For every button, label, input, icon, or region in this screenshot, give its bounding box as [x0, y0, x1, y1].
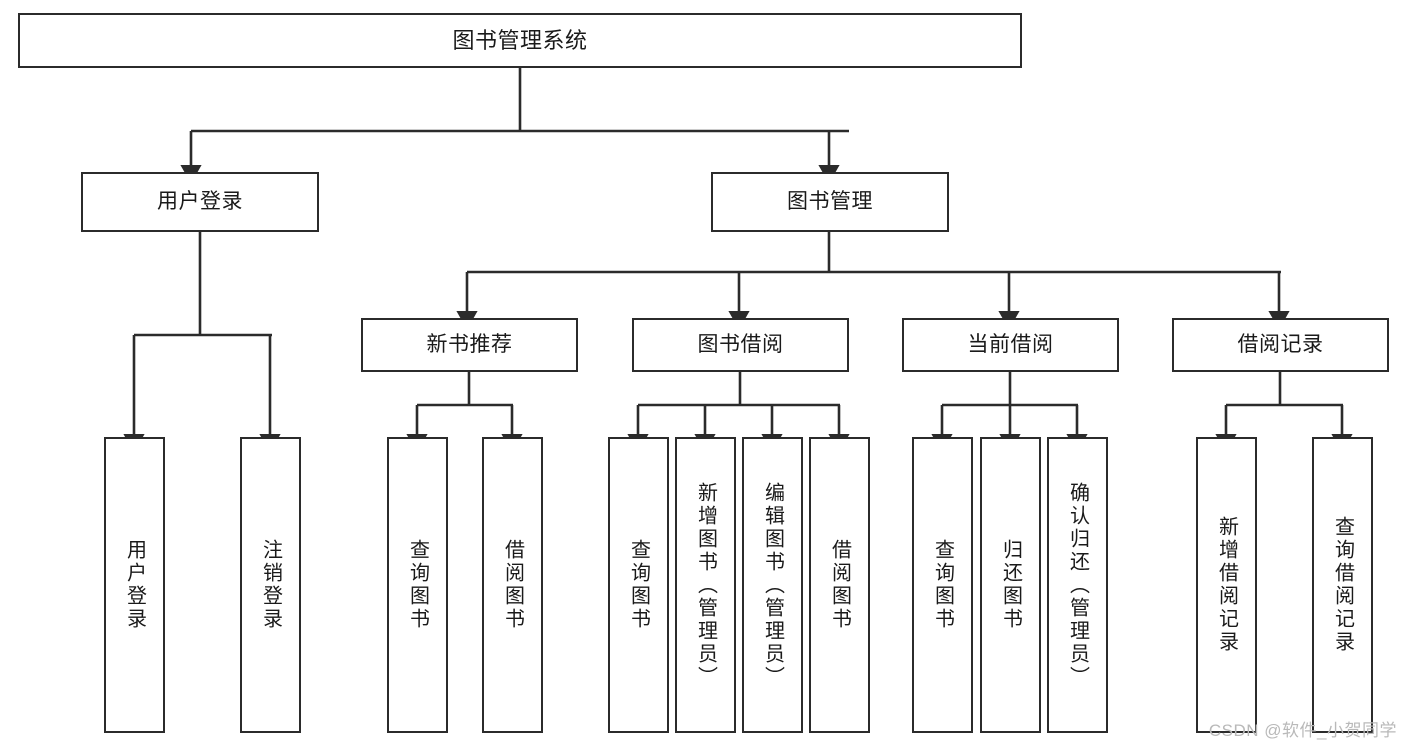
node-leaf-user-logout[interactable]: 注销登录	[240, 437, 301, 733]
node-leaf-return-book[interactable]: 归还图书	[980, 437, 1041, 733]
node-leaf-borrow-book-1-label: 借阅图书	[501, 539, 524, 631]
node-new-book-rec-label: 新书推荐	[426, 332, 513, 356]
node-root[interactable]: 图书管理系统	[18, 13, 1022, 68]
node-leaf-borrow-book-2[interactable]: 借阅图书	[809, 437, 870, 733]
node-leaf-confirm-return[interactable]: 确认归还（管理员）	[1047, 437, 1108, 733]
node-leaf-user-login-label: 用户登录	[123, 539, 146, 631]
node-leaf-add-book[interactable]: 新增图书（管理员）	[675, 437, 736, 733]
node-book-borrow[interactable]: 图书借阅	[632, 318, 849, 372]
node-borrow-record[interactable]: 借阅记录	[1172, 318, 1389, 372]
node-leaf-user-login[interactable]: 用户登录	[104, 437, 165, 733]
node-leaf-user-logout-label: 注销登录	[259, 539, 282, 631]
node-book-manage[interactable]: 图书管理	[711, 172, 949, 232]
node-leaf-query-book-3[interactable]: 查询图书	[912, 437, 973, 733]
node-leaf-query-book-3-label: 查询图书	[931, 539, 954, 631]
node-leaf-confirm-return-label: 确认归还（管理员）	[1066, 481, 1089, 689]
node-leaf-edit-book-label: 编辑图书（管理员）	[761, 481, 784, 689]
node-root-label: 图书管理系统	[452, 27, 588, 53]
node-leaf-edit-book[interactable]: 编辑图书（管理员）	[742, 437, 803, 733]
node-borrow-record-label: 借阅记录	[1237, 332, 1324, 356]
node-user-login[interactable]: 用户登录	[81, 172, 319, 232]
node-leaf-borrow-book-1[interactable]: 借阅图书	[482, 437, 543, 733]
node-current-borrow-label: 当前借阅	[967, 332, 1054, 356]
node-leaf-borrow-book-2-label: 借阅图书	[828, 539, 851, 631]
node-user-login-label: 用户登录	[157, 189, 243, 213]
node-new-book-rec[interactable]: 新书推荐	[361, 318, 578, 372]
node-leaf-query-book-2[interactable]: 查询图书	[608, 437, 669, 733]
watermark: CSDN @软件_小贺同学	[1208, 721, 1397, 740]
node-leaf-query-book-1[interactable]: 查询图书	[387, 437, 448, 733]
node-leaf-query-record[interactable]: 查询借阅记录	[1312, 437, 1373, 733]
node-leaf-add-book-label: 新增图书（管理员）	[694, 481, 717, 689]
node-leaf-add-record[interactable]: 新增借阅记录	[1196, 437, 1257, 733]
node-leaf-return-book-label: 归还图书	[999, 539, 1022, 631]
node-leaf-query-record-label: 查询借阅记录	[1331, 516, 1354, 654]
node-leaf-add-record-label: 新增借阅记录	[1215, 516, 1238, 654]
node-book-borrow-label: 图书借阅	[697, 332, 784, 356]
node-leaf-query-book-2-label: 查询图书	[627, 539, 650, 631]
node-leaf-query-book-1-label: 查询图书	[406, 539, 429, 631]
node-book-manage-label: 图书管理	[787, 189, 873, 213]
node-current-borrow[interactable]: 当前借阅	[902, 318, 1119, 372]
